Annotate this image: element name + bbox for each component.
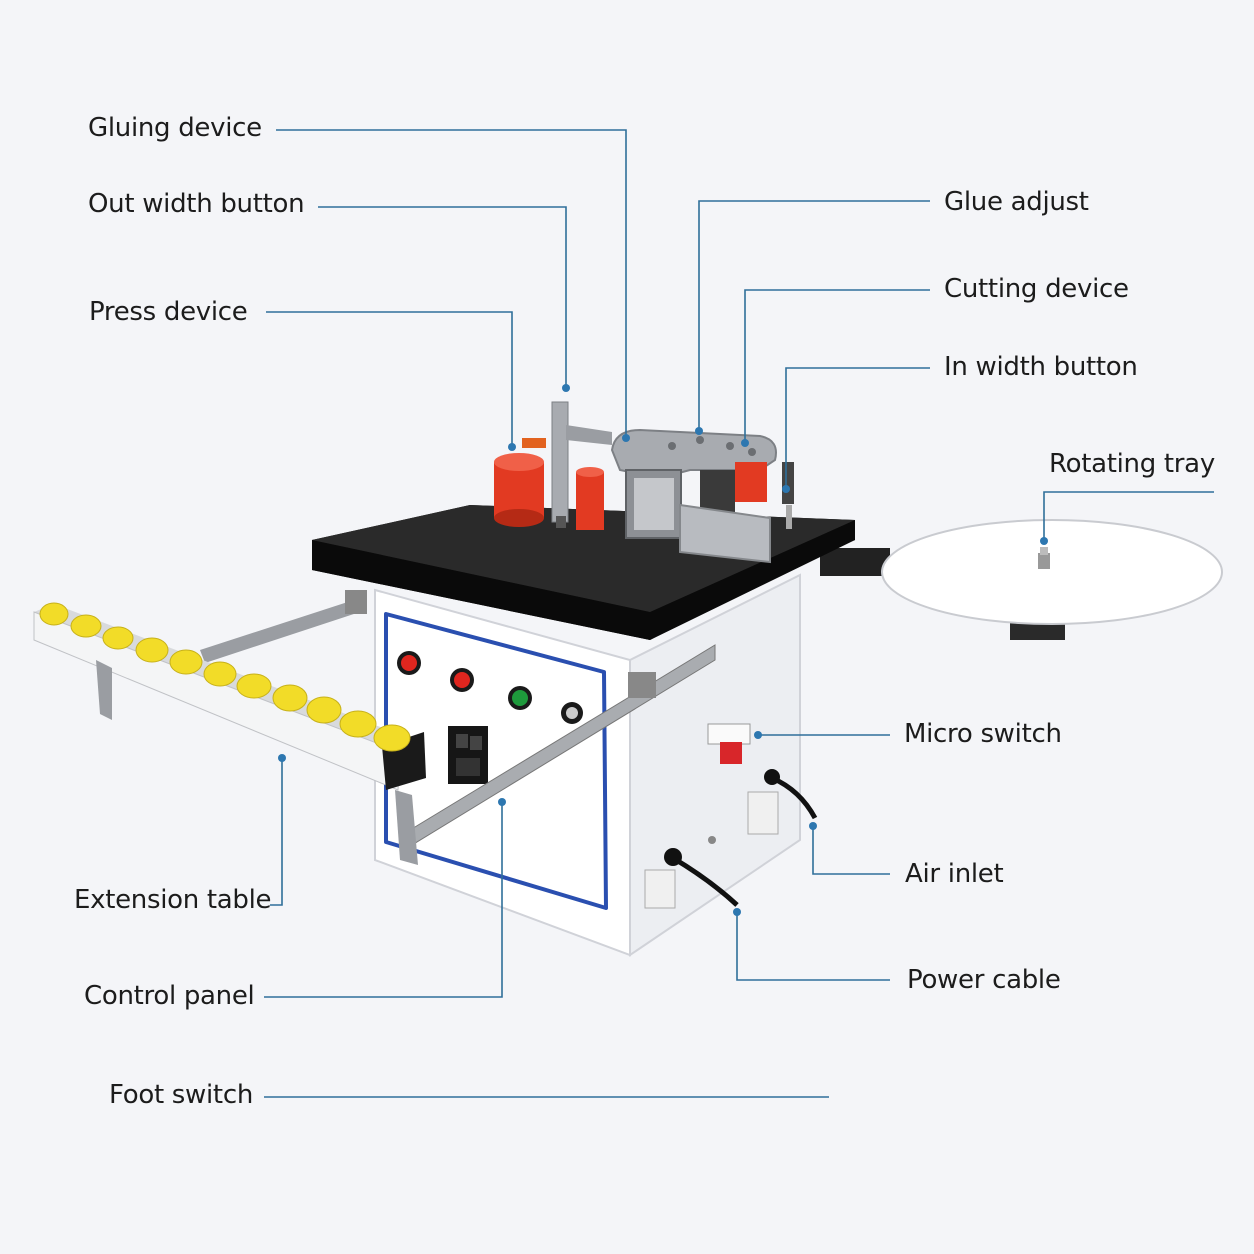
label-extension-table: Extension table (74, 885, 272, 915)
cabinet (374, 573, 801, 957)
gluing-head (610, 428, 794, 564)
label-control-panel: Control panel (84, 981, 255, 1011)
label-in-width-button: In width button (944, 352, 1138, 382)
leader-dots (278, 384, 1048, 916)
label-gluing-device: Gluing device (88, 113, 262, 143)
control-buttons (397, 651, 583, 784)
label-micro-switch: Micro switch (904, 719, 1062, 749)
press-device (494, 401, 612, 530)
label-glue-adjust: Glue adjust (944, 187, 1089, 217)
label-power-cable: Power cable (907, 965, 1061, 995)
rotating-tray (820, 519, 1223, 640)
label-press-device: Press device (89, 297, 248, 327)
leader-lines (264, 129, 1214, 1098)
label-foot-switch: Foot switch (109, 1080, 254, 1110)
label-air-inlet: Air inlet (905, 859, 1004, 889)
label-out-width-button: Out width button (88, 189, 305, 219)
label-cutting-device: Cutting device (944, 274, 1129, 304)
rollers (39, 602, 411, 752)
label-rotating-tray: Rotating tray (1049, 449, 1215, 479)
